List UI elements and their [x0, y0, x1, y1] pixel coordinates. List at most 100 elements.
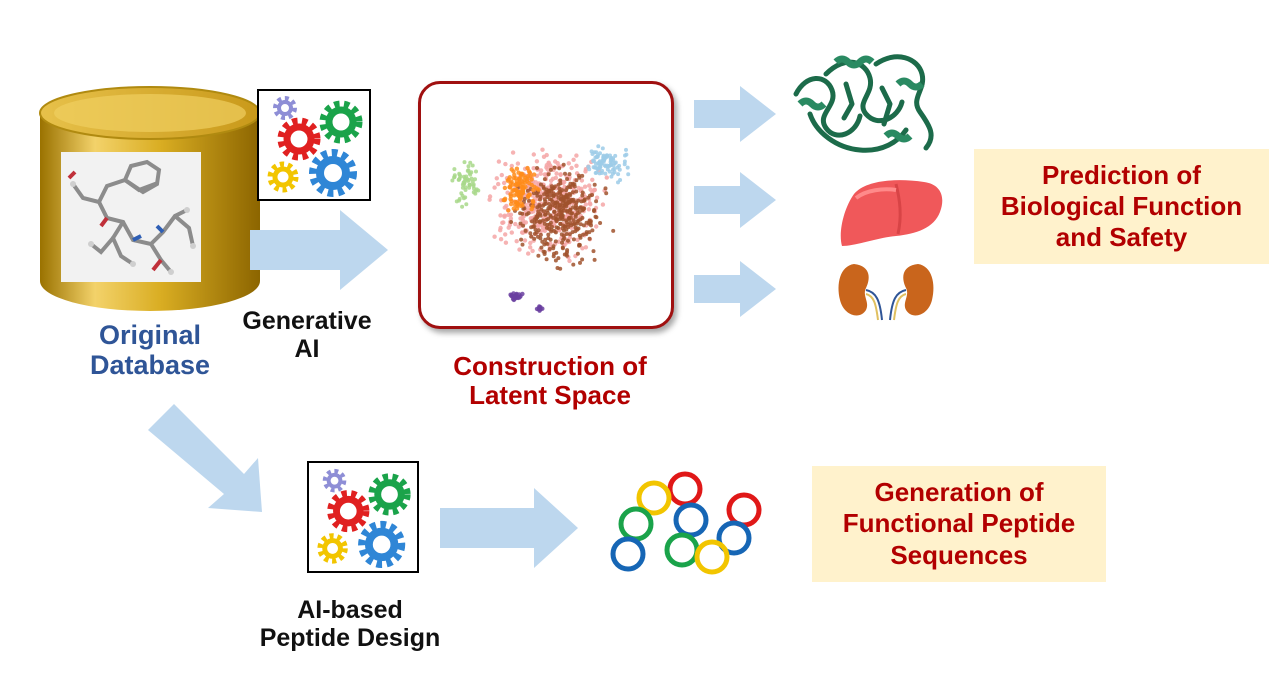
latent-point [578, 235, 583, 240]
latent-point [592, 257, 597, 262]
latent-point [542, 202, 547, 207]
latent-point [514, 206, 520, 211]
latent-point [509, 163, 514, 169]
latent-point [579, 178, 585, 183]
latent-point [518, 221, 523, 226]
latent-point [530, 248, 535, 254]
latent-point [544, 257, 549, 262]
latent-point [498, 228, 503, 233]
latent-point [615, 165, 620, 170]
latent-point [563, 171, 567, 176]
latent-point [580, 173, 585, 178]
latent-point [520, 211, 525, 216]
latent-point [516, 189, 521, 195]
latent-point [471, 190, 476, 195]
latent-point [580, 246, 585, 251]
latent-point [520, 291, 525, 297]
latent-point [605, 154, 610, 159]
latent-point [551, 186, 556, 190]
latent-point [573, 206, 578, 211]
latent-point [625, 165, 630, 170]
latent-point [567, 172, 572, 177]
latent-point [578, 260, 582, 265]
latent-point [600, 146, 605, 151]
latent-point [565, 177, 570, 181]
latent-point [456, 177, 461, 182]
latent-point [540, 239, 545, 244]
latent-point [545, 167, 550, 172]
latent-point [542, 228, 548, 233]
latent-point [502, 185, 508, 191]
latent-point [509, 292, 514, 298]
latent-point [529, 234, 534, 239]
latent-point [510, 150, 516, 155]
latent-point [594, 224, 599, 229]
latent-point [580, 193, 585, 198]
latent-point [595, 154, 600, 159]
latent-point [468, 172, 473, 177]
latent-point [473, 177, 477, 182]
latent-point [539, 245, 544, 250]
latent-point [501, 180, 507, 186]
latent-point [562, 224, 567, 229]
latent-point [579, 199, 584, 204]
latent-point [555, 266, 560, 270]
latent-point [564, 195, 569, 200]
latent-point [549, 189, 554, 194]
latent-point [573, 214, 578, 219]
latent-point [531, 172, 537, 177]
latent-point [551, 194, 556, 199]
latent-point [511, 169, 516, 174]
latent-point [547, 247, 552, 251]
latent-point [545, 222, 550, 227]
latent-point [568, 215, 573, 220]
latent-point [510, 188, 515, 194]
latent-point [609, 162, 614, 167]
latent-point [543, 237, 548, 242]
latent-point [592, 187, 597, 192]
latent-point [590, 193, 594, 197]
latent-point [508, 192, 513, 197]
latent-point [530, 204, 535, 209]
latent-point [541, 209, 546, 214]
latent-point [548, 164, 554, 170]
latent-space-label: Construction of Latent Space [410, 351, 690, 410]
latent-point [561, 237, 566, 242]
latent-point [535, 215, 540, 220]
latent-point [521, 178, 527, 183]
latent-point [561, 162, 566, 167]
molecule-image [61, 152, 201, 282]
latent-point [605, 167, 610, 172]
arrow-diagonal-down [148, 404, 262, 512]
latent-point [553, 239, 558, 244]
latent-point [508, 201, 514, 207]
latent-point [535, 224, 540, 230]
latent-point [518, 216, 523, 221]
latent-point [540, 147, 545, 152]
latent-point [578, 205, 583, 210]
latent-point [592, 150, 597, 155]
latent-point [567, 258, 572, 264]
latent-point [509, 220, 514, 224]
latent-point [502, 214, 507, 219]
latent-point [570, 198, 575, 203]
latent-point [591, 249, 596, 254]
latent-point [601, 159, 606, 164]
latent-point [583, 169, 588, 174]
latent-space-label-line1: Construction of [453, 351, 647, 381]
latent-point [588, 202, 593, 207]
latent-point [577, 243, 582, 247]
latent-point [459, 191, 464, 196]
peptide-rings-icon [610, 471, 762, 575]
latent-point [517, 193, 522, 199]
latent-point [514, 166, 520, 171]
latent-point [558, 197, 563, 202]
latent-point [450, 178, 455, 183]
arrow-to-peptides [440, 488, 578, 568]
latent-point [536, 228, 541, 233]
latent-point [527, 170, 533, 175]
latent-point [543, 199, 548, 204]
latent-point [586, 207, 592, 212]
latent-point [558, 202, 563, 207]
latent-point [546, 172, 551, 177]
